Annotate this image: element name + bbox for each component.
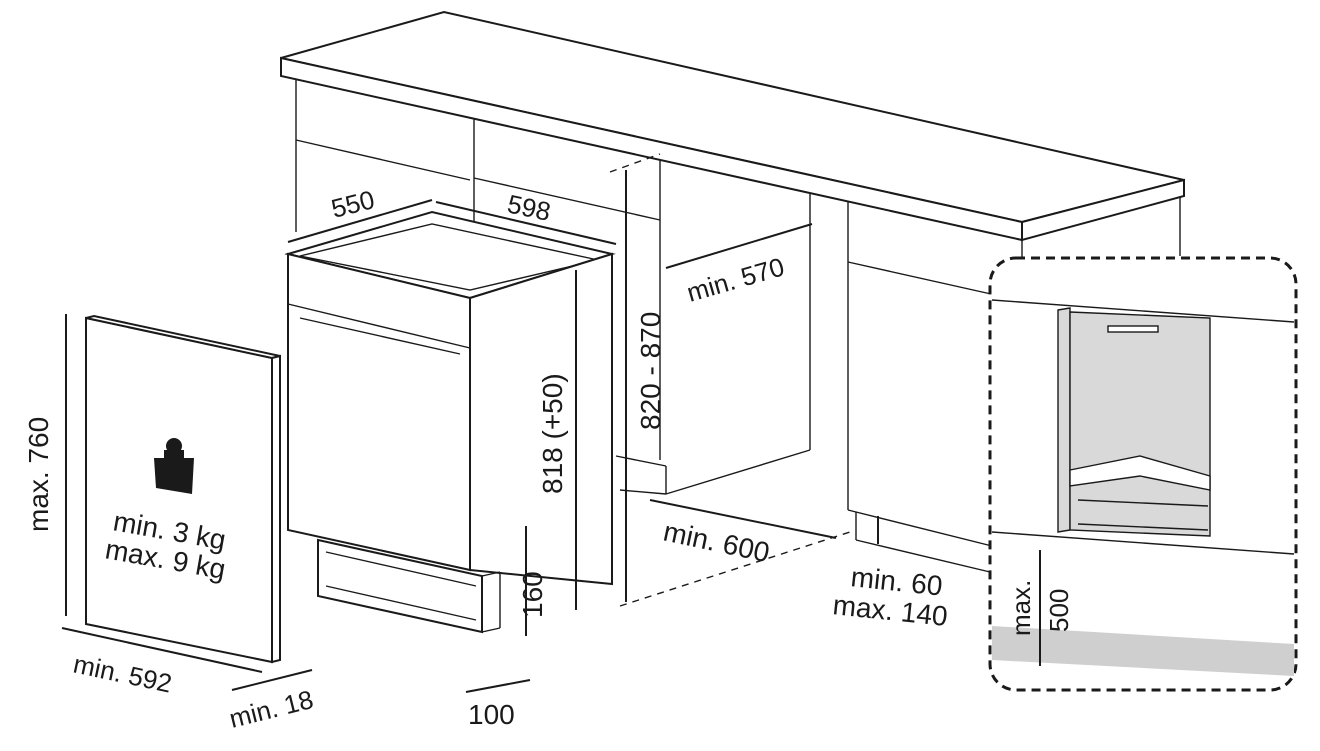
dimension-lines (61, 170, 1041, 693)
weight-icon (154, 438, 194, 494)
niche-width-label: min. 600 (661, 516, 773, 569)
inset-detail (988, 256, 1298, 692)
niche-height-label: 820 - 870 (635, 312, 666, 430)
appliance-height-label: 818 (+50) (537, 373, 568, 494)
panel-height-label: max. 760 (23, 417, 54, 532)
worktop (280, 10, 1185, 242)
door-clearance-label-2: 500 (1044, 589, 1074, 632)
plinth-depth-label: 100 (468, 699, 515, 730)
panel-width-label: min. 592 (71, 649, 175, 699)
dishwasher (284, 210, 616, 634)
panel-thickness-label: min. 18 (226, 684, 316, 734)
niche-depth-label: min. 570 (683, 251, 787, 307)
door-clearance-label-1: max. (1006, 580, 1036, 636)
cabinets (295, 80, 1181, 607)
plinth-height-label: 160 (517, 571, 548, 618)
